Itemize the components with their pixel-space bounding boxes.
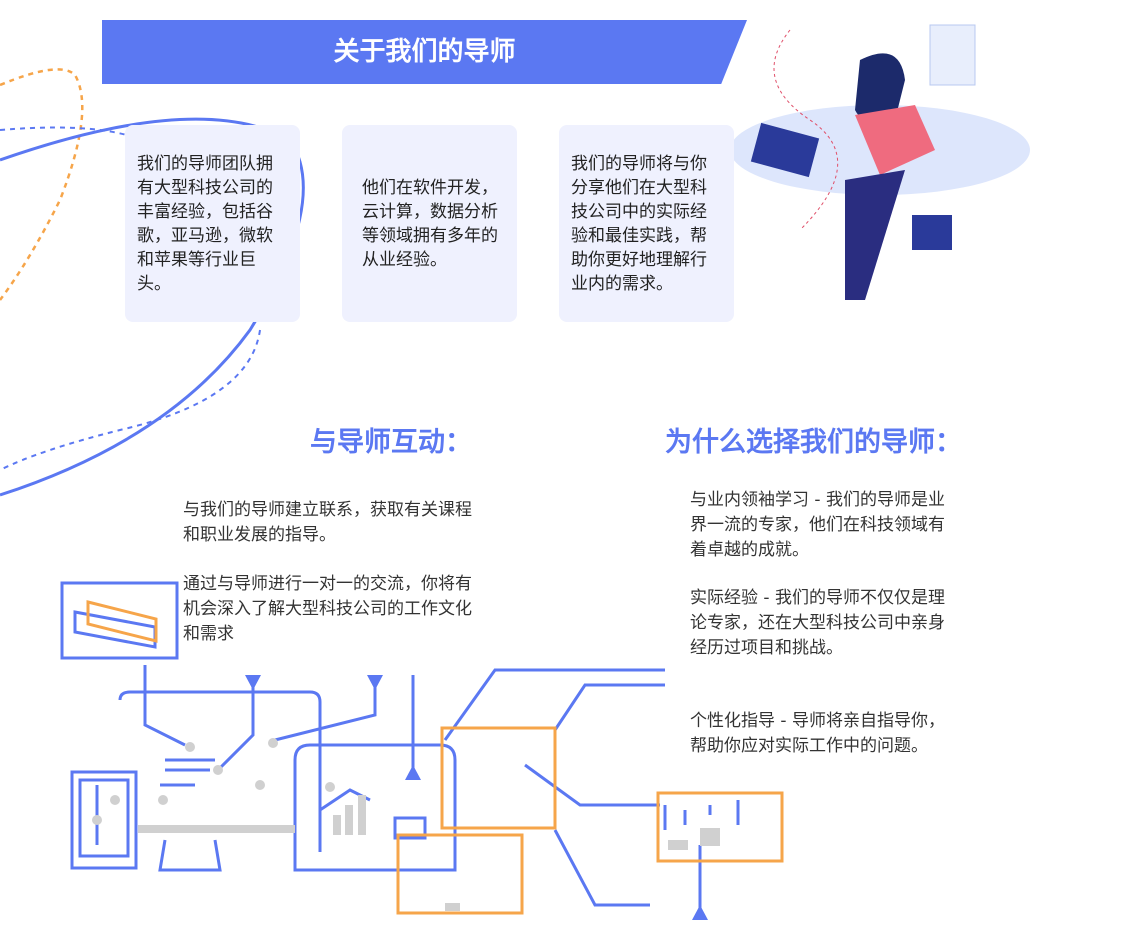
why-paragraph: 实际经验 - 我们的导师不仅仅是理论专家，还在大型科技公司中亲身经历过项目和挑战… [690,588,945,658]
interact-heading: 与导师互动： [310,427,472,458]
interact-paragraph: 通过与导师进行一对一的交流，你将有机会深入了解大型科技公司的工作文化和需求 [183,574,472,644]
info-card: 他们在软件开发，云计算，数据分析等领域拥有多年的从业经验。 [342,125,517,322]
card-text: 我们的导师团队拥有大型科技公司的丰富经验，包括谷歌，亚马逊，微软和苹果等行业巨头… [137,153,273,294]
interact-paragraph: 与我们的导师建立联系，获取有关课程和职业发展的指导。 [183,500,472,545]
why-paragraph: 个性化指导 - 导师将亲自指导你，帮助你应对实际工作中的问题。 [690,711,945,756]
info-card: 我们的导师团队拥有大型科技公司的丰富经验，包括谷歌，亚马逊，微软和苹果等行业巨头… [125,125,300,322]
card-text: 他们在软件开发，云计算，数据分析等领域拥有多年的从业经验。 [362,177,498,270]
why-paragraph: 与业内领袖学习 - 我们的导师是业界一流的专家，他们在科技领域有着卓越的成就。 [690,490,945,560]
info-card: 我们的导师将与你分享他们在大型科技公司中的实际经验和最佳实践，帮助你更好地理解行… [559,125,734,322]
mentor-illustration [730,24,1030,300]
why-heading: 为什么选择我们的导师： [665,427,962,458]
card-text: 我们的导师将与你分享他们在大型科技公司中的实际经验和最佳实践，帮助你更好地理解行… [571,153,707,294]
section-banner-title: 关于我们的导师 [102,20,747,84]
